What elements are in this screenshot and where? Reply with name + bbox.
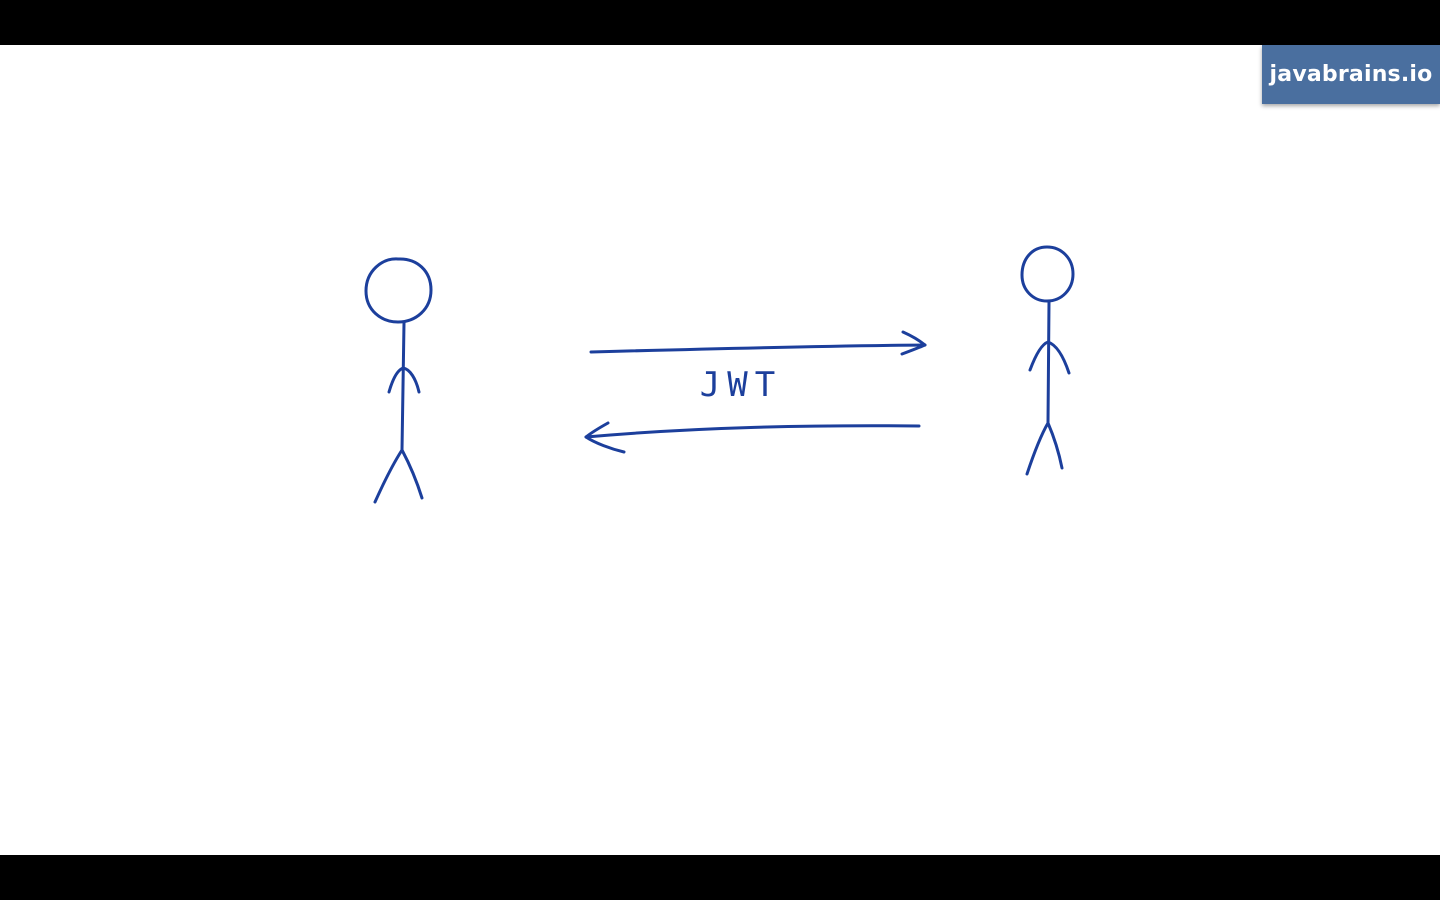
jwt-exchange-diagram: JWT bbox=[364, 245, 1075, 504]
stick-figure-right-arms bbox=[1028, 340, 1071, 375]
stick-figure-right bbox=[1020, 245, 1075, 476]
stick-figure-left-legs bbox=[373, 448, 424, 504]
brand-badge: javabrains.io bbox=[1262, 45, 1440, 104]
arrow-left bbox=[584, 421, 921, 454]
arrow-left-shaft bbox=[584, 424, 921, 439]
whiteboard-canvas: javabrains.io bbox=[0, 45, 1440, 855]
stick-figure-left-body bbox=[400, 321, 406, 452]
stick-figure-right-head bbox=[1020, 245, 1075, 303]
arrow-right-shaft bbox=[589, 343, 927, 354]
jwt-label: JWT bbox=[700, 365, 782, 405]
letterbox-bottom bbox=[0, 855, 1440, 900]
letterbox-top bbox=[0, 0, 1440, 45]
arrow-left-head bbox=[584, 421, 626, 454]
stick-figure-left bbox=[364, 257, 433, 504]
stick-figure-left-arms bbox=[387, 366, 421, 394]
stick-figure-left-head bbox=[364, 257, 433, 324]
arrow-right bbox=[589, 330, 927, 356]
stick-figure-right-body bbox=[1046, 300, 1051, 425]
stick-figure-right-legs bbox=[1025, 421, 1064, 476]
arrow-right-head bbox=[900, 330, 927, 356]
brand-text: javabrains.io bbox=[1269, 62, 1433, 87]
